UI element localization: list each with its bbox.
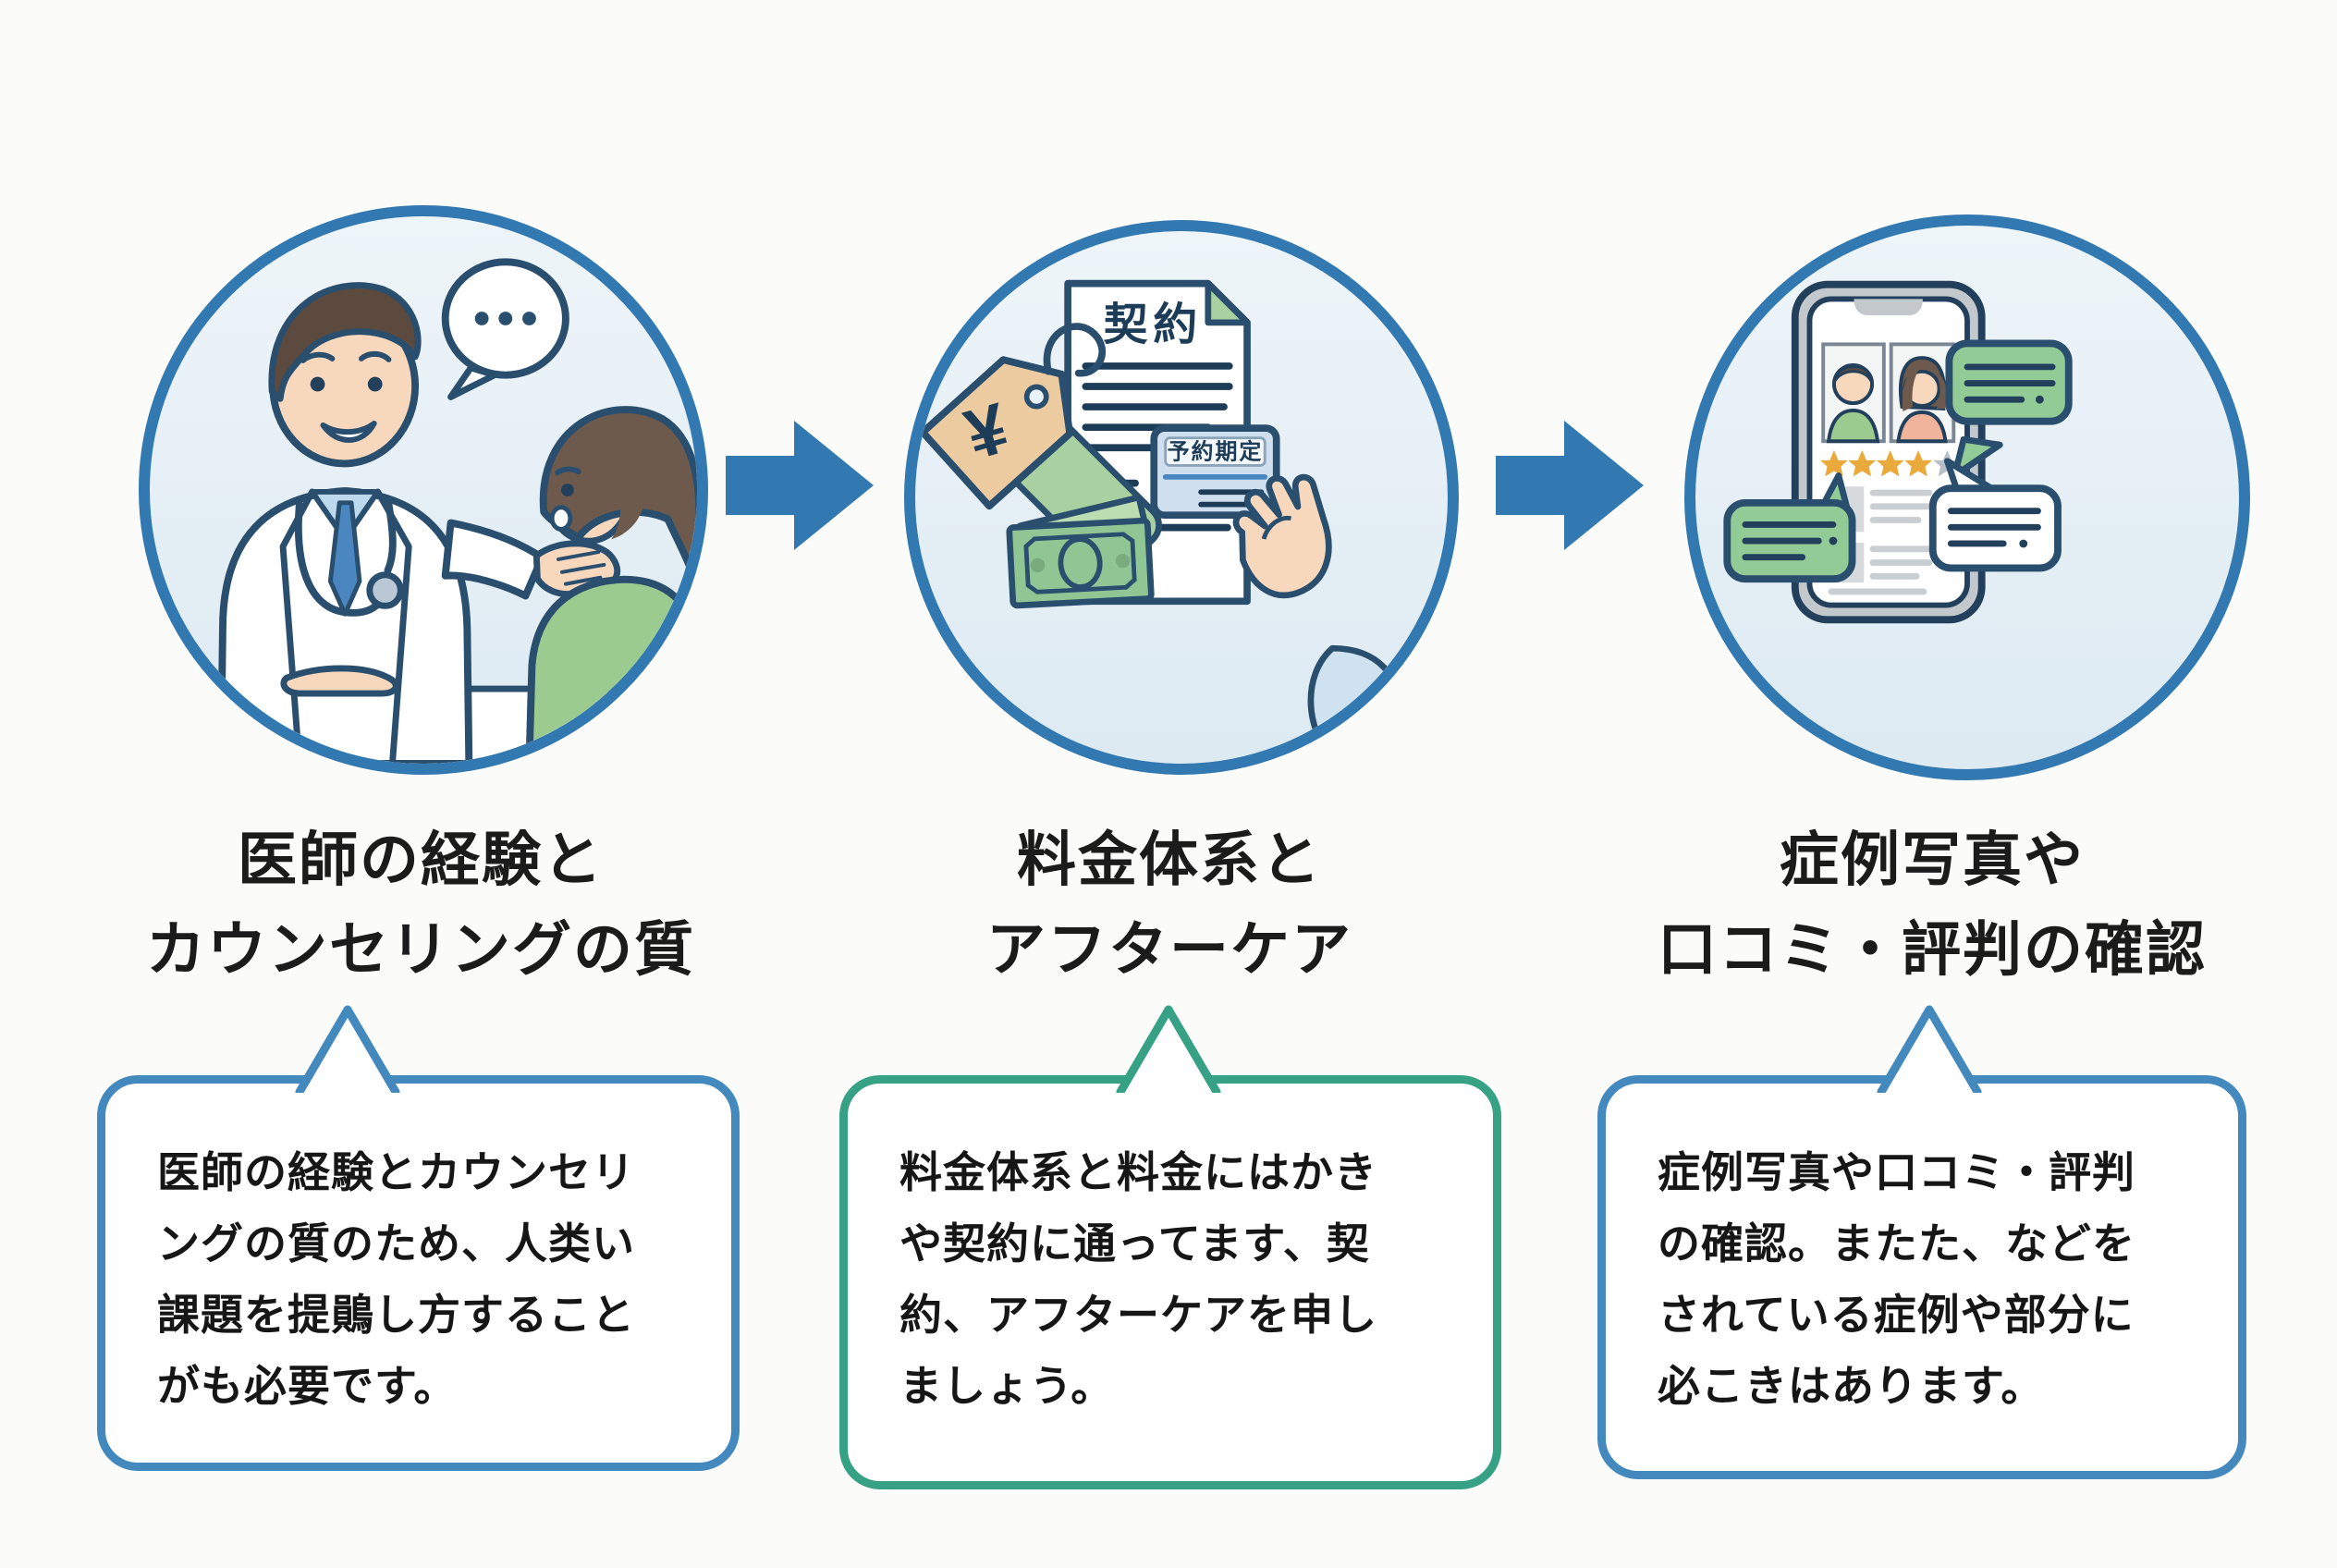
- arrow-right-icon: [726, 421, 874, 550]
- body-line: 症例写真や口コミ・評判: [1658, 1148, 2135, 1196]
- step3-heading: 症例写真や 口コミ・評判の確認: [1609, 815, 2256, 995]
- step2-heading-line1: 料金体系と: [1017, 827, 1322, 893]
- step3-illustration-circle: [1684, 214, 2250, 780]
- note-tail-icon: [1116, 1005, 1221, 1093]
- step1-note-box: 医師の経験とカウンセリ ングの質のため、人类い 課題を提鶰し方すること がも必要…: [97, 1005, 740, 1471]
- body-line: がも必要です。: [157, 1362, 458, 1410]
- body-line: や契約に通ってます、契: [899, 1219, 1370, 1268]
- body-line: 医師の経験とカウンセリ: [157, 1148, 635, 1196]
- step2-heading: 料金体系と アフターケア: [846, 815, 1493, 995]
- body-line: されている症例や部分に: [1658, 1291, 2135, 1339]
- card-label: 予約期定: [1168, 439, 1264, 465]
- banknote-icon: [1006, 494, 1155, 609]
- reservation-card-icon: 予約期定: [1150, 424, 1280, 520]
- review-bubble-green-top: [1945, 339, 2073, 479]
- yen-price-tag-icon: ¥: [919, 323, 1107, 510]
- step1-heading: 医師の経験と カウンセリングの質: [97, 815, 744, 995]
- review-text-lines: [1828, 486, 1933, 595]
- arrow-right-icon: [1496, 421, 1644, 550]
- step2-illustration-circle: 契約 ¥: [904, 220, 1459, 775]
- body-line: の確認。またた、などを: [1658, 1219, 2135, 1268]
- speech-bubble-icon: [441, 258, 569, 400]
- step1-illustration-circle: [139, 205, 708, 775]
- body-line: ングの質のため、人类い: [157, 1219, 635, 1268]
- step3-note-text: 症例写真や口コミ・評判 の確認。またた、などを されている症例や部分に 必こきは…: [1606, 1084, 2238, 1422]
- step3-heading-line1: 症例写真や: [1780, 827, 2085, 893]
- step2-note-text: 料金体系と料金にはかき や契約に通ってます、契 約、アフターケアを申し ましょう…: [848, 1084, 1493, 1422]
- body-line: 課題を提鶰し方すること: [157, 1291, 635, 1339]
- doctor-figure: [217, 282, 621, 764]
- smartphone-reviews-illustration: [1723, 280, 2073, 624]
- profile-photo-female: [1889, 342, 1956, 444]
- body-line: ましょう。: [899, 1362, 1115, 1410]
- review-bubble-white: [1928, 458, 2062, 572]
- step3-heading-line2: 口コミ・評判の確認: [1658, 916, 2207, 983]
- contract-title: 契約: [1104, 300, 1204, 349]
- step2-note-box: 料金体系と料金にはかき や契約に通ってます、契 約、アフターケアを申し ましょう…: [839, 1005, 1501, 1489]
- step3-note-box: 症例写真や口コミ・評判 の確認。またた、などを されている症例や部分に 必こきは…: [1597, 1005, 2246, 1479]
- step1-heading-line1: 医師の経験と: [238, 827, 604, 893]
- body-line: 料金体系と料金にはかき: [899, 1148, 1377, 1196]
- contract-payment-illustration: 契約 ¥: [919, 279, 1415, 764]
- body-line: 必こきはあります。: [1658, 1362, 2045, 1410]
- note-tail-icon: [295, 1005, 400, 1093]
- review-bubble-green-left: [1723, 472, 1856, 583]
- body-line: 約、アフターケアを申し: [899, 1291, 1377, 1339]
- doctor-patient-consultation-illustration: [165, 258, 697, 764]
- step1-note-text: 医師の経験とカウンセリ ングの質のため、人类い 課題を提鶰し方すること がも必要…: [105, 1084, 731, 1422]
- step1-heading-line2: カウンセリングの質: [146, 916, 695, 983]
- step2-heading-line2: アフターケア: [986, 916, 1352, 983]
- profile-photo-male: [1821, 342, 1886, 444]
- note-tail-icon: [1877, 1005, 1982, 1093]
